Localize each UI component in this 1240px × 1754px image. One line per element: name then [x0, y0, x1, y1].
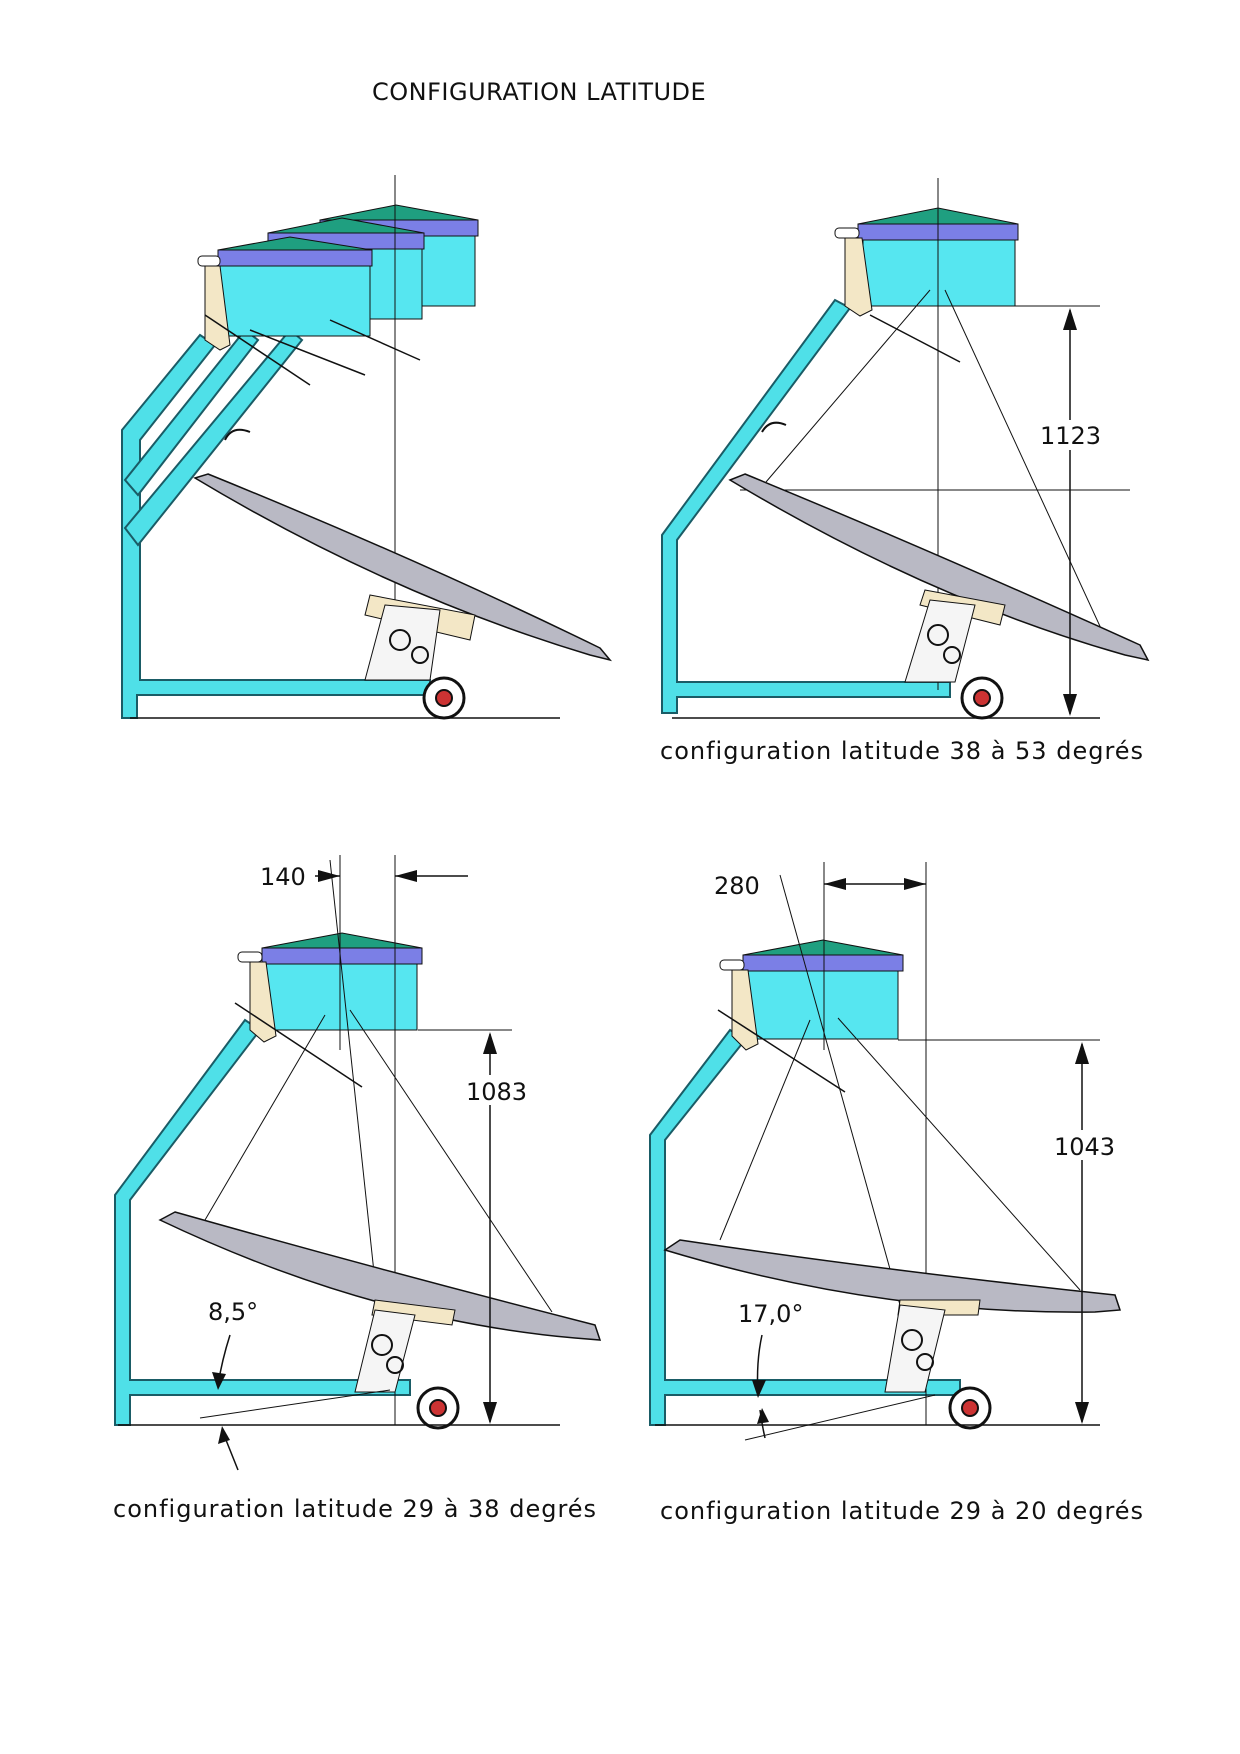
frame-arm — [123, 328, 260, 497]
view-top-right: 1123 — [661, 178, 1150, 720]
caption-bottom-left: configuration latitude 29 à 38 degrés — [113, 1495, 598, 1523]
solar-dish — [193, 473, 613, 662]
caption-top-right: configuration latitude 38 à 53 degrés — [660, 737, 1145, 765]
frame-base — [661, 298, 951, 714]
height-dimension: 1043 — [1054, 1133, 1115, 1161]
dimension-1083: 1083 — [462, 1032, 534, 1424]
view-bottom-left: 140 1083 8,5° — [114, 855, 602, 1471]
tank-position-1 — [197, 236, 373, 351]
wheel — [422, 676, 466, 720]
angle-8-5: 8,5° — [208, 1298, 258, 1471]
view-top-left — [121, 175, 613, 720]
pivot-mount — [904, 599, 976, 683]
wheel — [948, 1386, 992, 1430]
height-dimension: 1083 — [466, 1078, 527, 1106]
caption-bottom-right: configuration latitude 29 à 20 degrés — [660, 1497, 1145, 1525]
angle-label: 17,0° — [738, 1300, 803, 1328]
wheel — [960, 676, 1004, 720]
solar-dish — [728, 473, 1150, 662]
page-title: CONFIGURATION LATITUDE — [372, 78, 707, 106]
angle-17-0: 17,0° — [738, 1300, 803, 1439]
angle-label: 8,5° — [208, 1298, 258, 1326]
view-bottom-right: 280 1043 17,0° — [649, 862, 1122, 1441]
offset-dimension: 140 — [260, 863, 306, 891]
tank — [719, 939, 904, 1051]
frame-arm — [123, 328, 304, 547]
tank — [237, 932, 423, 1043]
tank — [834, 207, 1019, 317]
offset-dimension: 280 — [714, 872, 760, 900]
pivot-mount — [364, 604, 441, 681]
dimension-1043: 1043 — [1050, 1042, 1122, 1424]
dimension-1123: 1123 — [1036, 308, 1108, 716]
dimension-280: 280 — [714, 872, 926, 900]
pivot-mount — [884, 1304, 946, 1393]
height-dimension: 1123 — [1040, 422, 1101, 450]
solar-dish — [663, 1239, 1122, 1313]
wheel — [416, 1386, 460, 1430]
dimension-140: 140 — [260, 863, 468, 891]
